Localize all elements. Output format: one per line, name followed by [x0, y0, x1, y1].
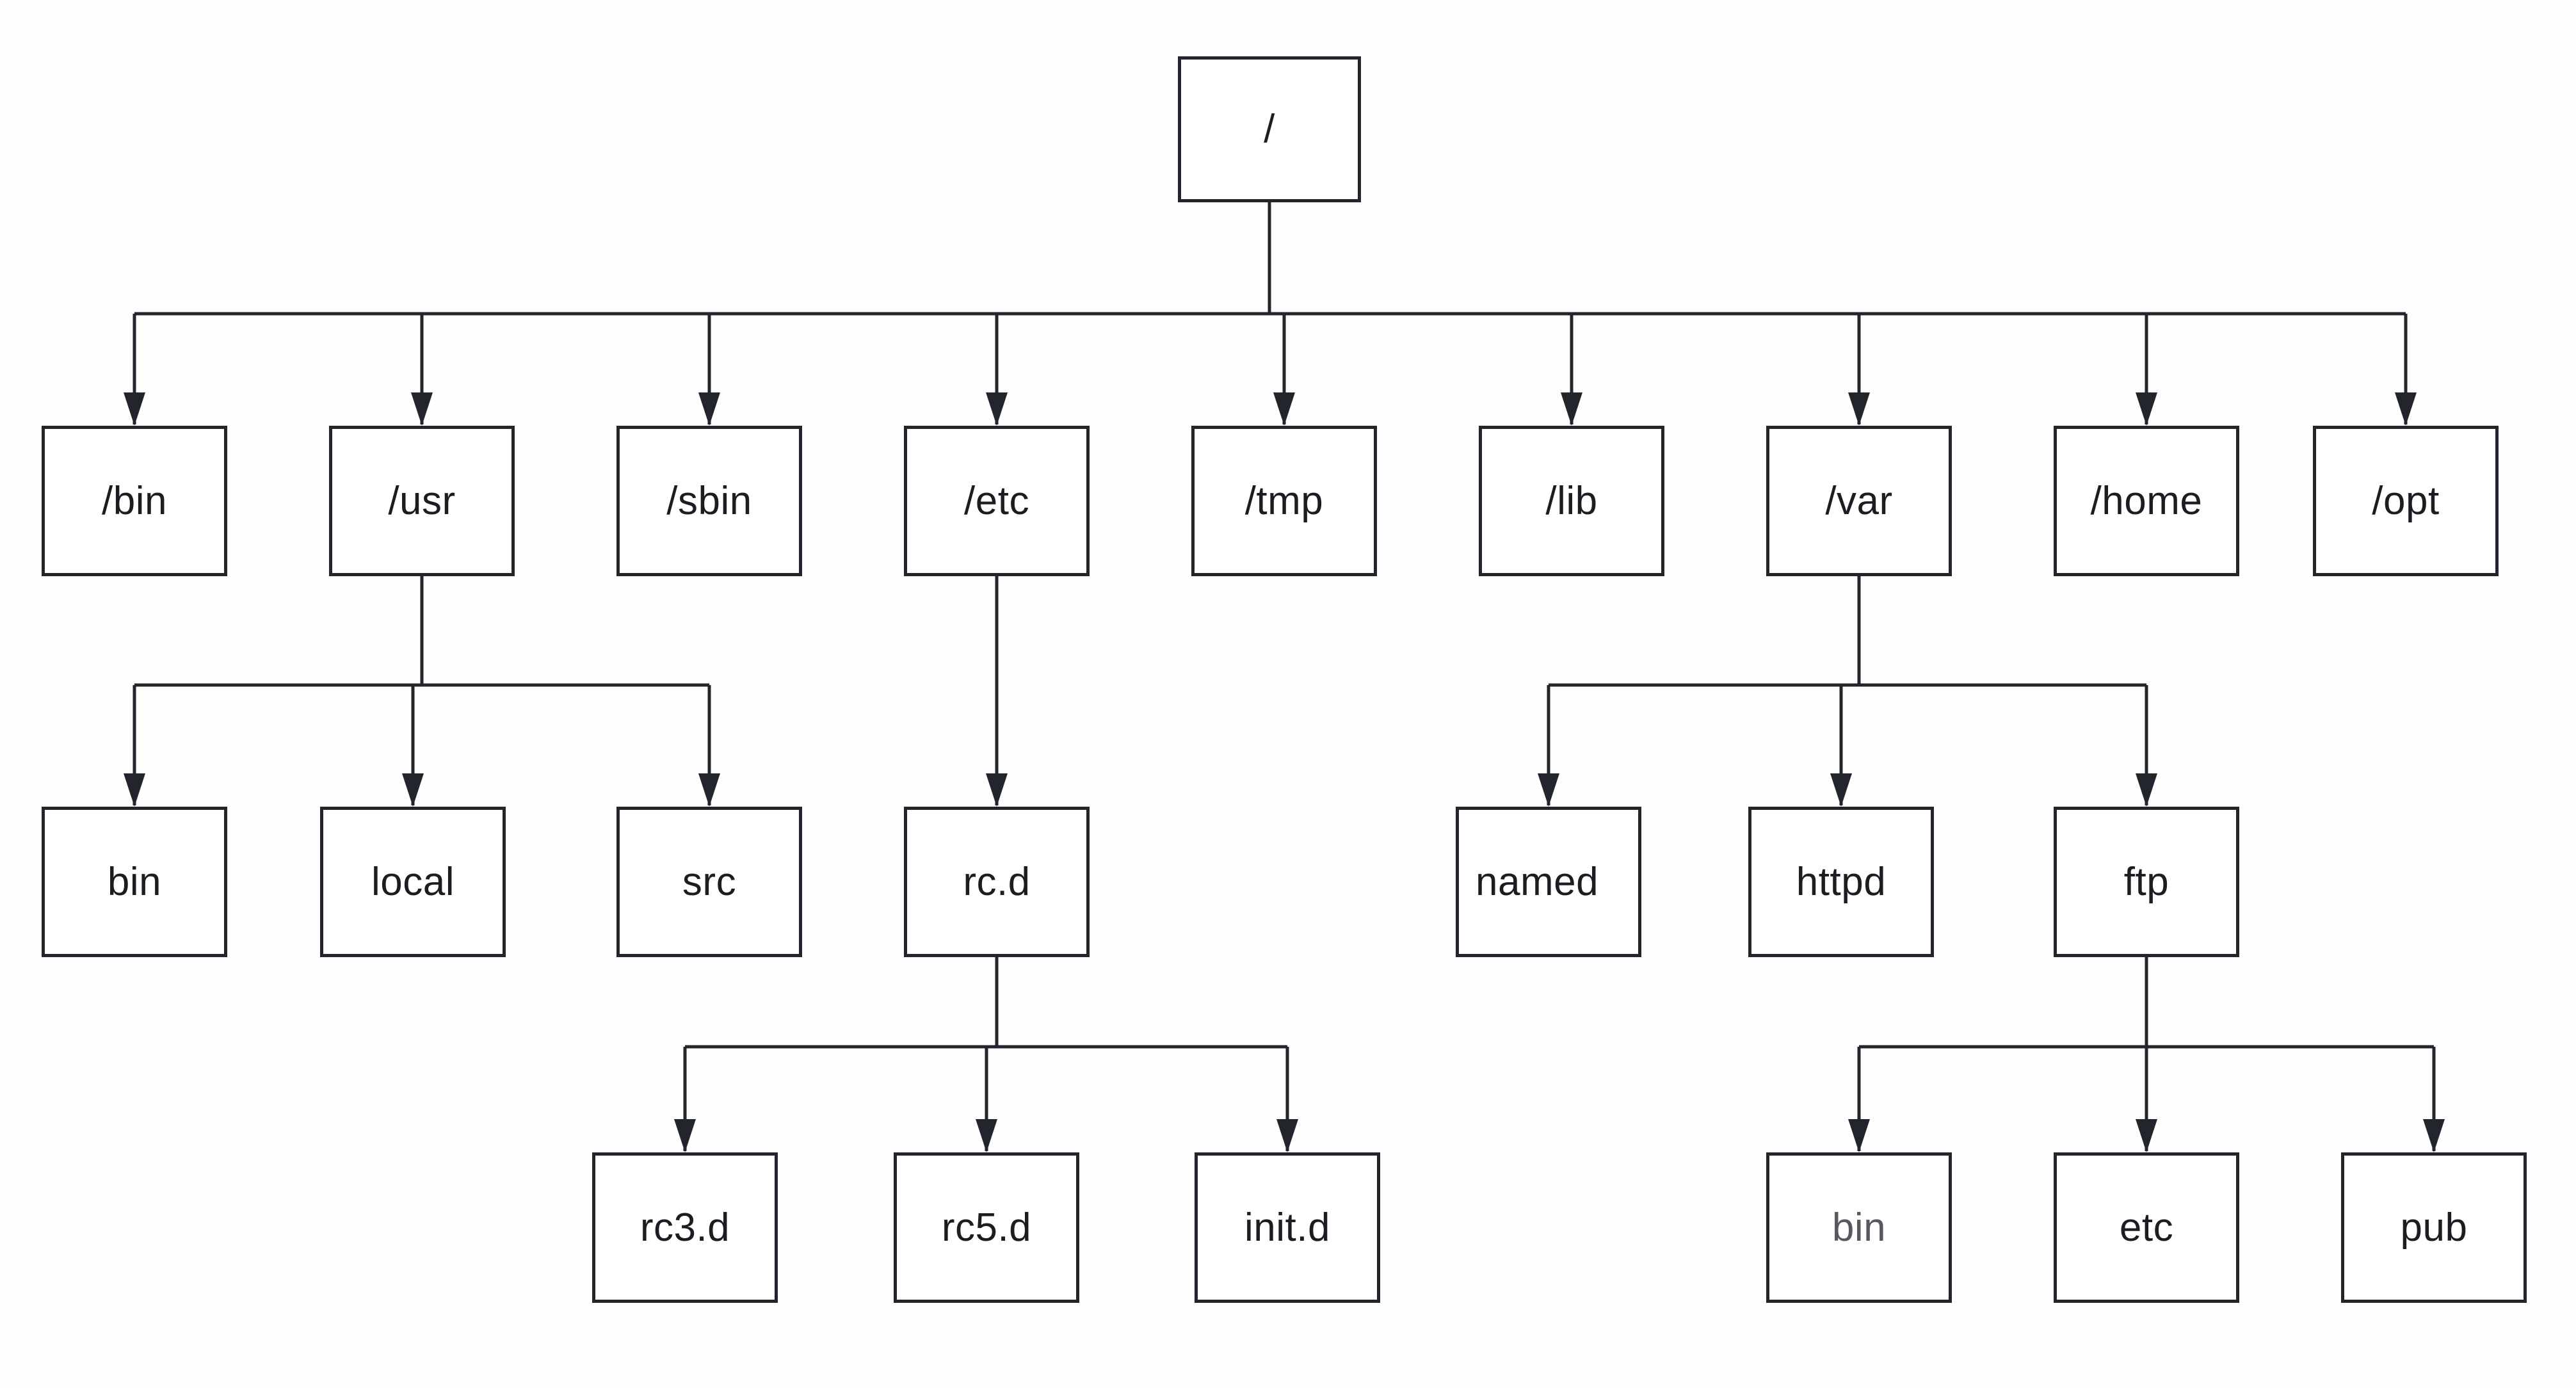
connector-arrowhead-icon — [986, 773, 1008, 807]
tree-node-label: / — [1264, 107, 1275, 151]
tree-node-label: pub — [2400, 1205, 2468, 1250]
tree-node-bin[interactable]: /bin — [42, 426, 227, 576]
connector-arrowhead-icon — [1561, 392, 1582, 426]
connector-arrowhead-icon — [1848, 1119, 1870, 1152]
connector-arrowhead-icon — [698, 392, 720, 426]
tree-node-rc5d[interactable]: rc5.d — [894, 1152, 1079, 1303]
tree-node-label: rc3.d — [640, 1205, 730, 1250]
connector-arrowhead-icon — [1273, 392, 1295, 426]
connector-arrowhead-icon — [402, 773, 424, 807]
tree-node-label: named — [1476, 859, 1599, 904]
connector-arrowhead-icon — [411, 392, 433, 426]
tree-node-label: /tmp — [1244, 478, 1324, 523]
connector-arrowhead-icon — [1848, 392, 1870, 426]
tree-node-label: rc5.d — [941, 1205, 1032, 1250]
tree-node-usrsrc[interactable]: src — [616, 807, 802, 957]
tree-node-label: src — [682, 859, 737, 904]
tree-node-label: /bin — [102, 478, 167, 523]
tree-node-label: local — [371, 859, 455, 904]
tree-node-ftpetc[interactable]: etc — [2054, 1152, 2239, 1303]
connector-arrowhead-icon — [2395, 392, 2417, 426]
tree-node-label: /lib — [1545, 478, 1598, 523]
tree-node-label: rc.d — [963, 859, 1031, 904]
connector-arrowhead-icon — [2423, 1119, 2445, 1152]
tree-node-label: etc — [2119, 1205, 2174, 1250]
tree-node-root[interactable]: / — [1178, 56, 1361, 202]
tree-node-etc[interactable]: /etc — [904, 426, 1090, 576]
tree-node-usr[interactable]: /usr — [329, 426, 515, 576]
connector-arrowhead-icon — [124, 773, 145, 807]
connector-arrowhead-icon — [2136, 392, 2157, 426]
tree-node-rcd[interactable]: rc.d — [904, 807, 1090, 957]
connector-arrowhead-icon — [986, 392, 1008, 426]
tree-node-sbin[interactable]: /sbin — [616, 426, 802, 576]
connector-arrowhead-icon — [698, 773, 720, 807]
connector-arrowhead-icon — [1276, 1119, 1298, 1152]
tree-node-label: init.d — [1244, 1205, 1330, 1250]
connector-arrowhead-icon — [124, 392, 145, 426]
tree-node-ftpbin[interactable]: bin — [1766, 1152, 1952, 1303]
tree-node-label: /var — [1825, 478, 1893, 523]
tree-node-tmp[interactable]: /tmp — [1191, 426, 1377, 576]
connector-arrowhead-icon — [2136, 1119, 2157, 1152]
tree-node-httpd[interactable]: httpd — [1748, 807, 1934, 957]
tree-node-named[interactable]: named — [1456, 807, 1641, 957]
tree-node-label: /etc — [964, 478, 1029, 523]
tree-node-rc3d[interactable]: rc3.d — [592, 1152, 778, 1303]
tree-node-usrlocal[interactable]: local — [320, 807, 506, 957]
tree-node-ftp[interactable]: ftp — [2054, 807, 2239, 957]
tree-node-usrbin[interactable]: bin — [42, 807, 227, 957]
tree-node-label: httpd — [1796, 859, 1887, 904]
tree-node-label: ftp — [2123, 859, 2169, 904]
tree-node-ftppub[interactable]: pub — [2341, 1152, 2527, 1303]
tree-node-lib[interactable]: /lib — [1479, 426, 1664, 576]
connector-arrowhead-icon — [1830, 773, 1852, 807]
tree-node-label: /home — [2090, 478, 2203, 523]
tree-node-label: /usr — [388, 478, 456, 523]
tree-node-initd[interactable]: init.d — [1195, 1152, 1380, 1303]
connector-arrowhead-icon — [2136, 773, 2157, 807]
tree-node-label: /sbin — [666, 478, 752, 523]
tree-node-label: bin — [1831, 1205, 1887, 1250]
connector-arrowhead-icon — [1538, 773, 1559, 807]
tree-node-opt[interactable]: /opt — [2313, 426, 2499, 576]
tree-node-var[interactable]: /var — [1766, 426, 1952, 576]
tree-node-label: /opt — [2372, 478, 2440, 523]
connector-arrowhead-icon — [674, 1119, 696, 1152]
tree-node-label: bin — [107, 859, 162, 904]
connector-arrowhead-icon — [976, 1119, 997, 1152]
tree-node-home[interactable]: /home — [2054, 426, 2239, 576]
